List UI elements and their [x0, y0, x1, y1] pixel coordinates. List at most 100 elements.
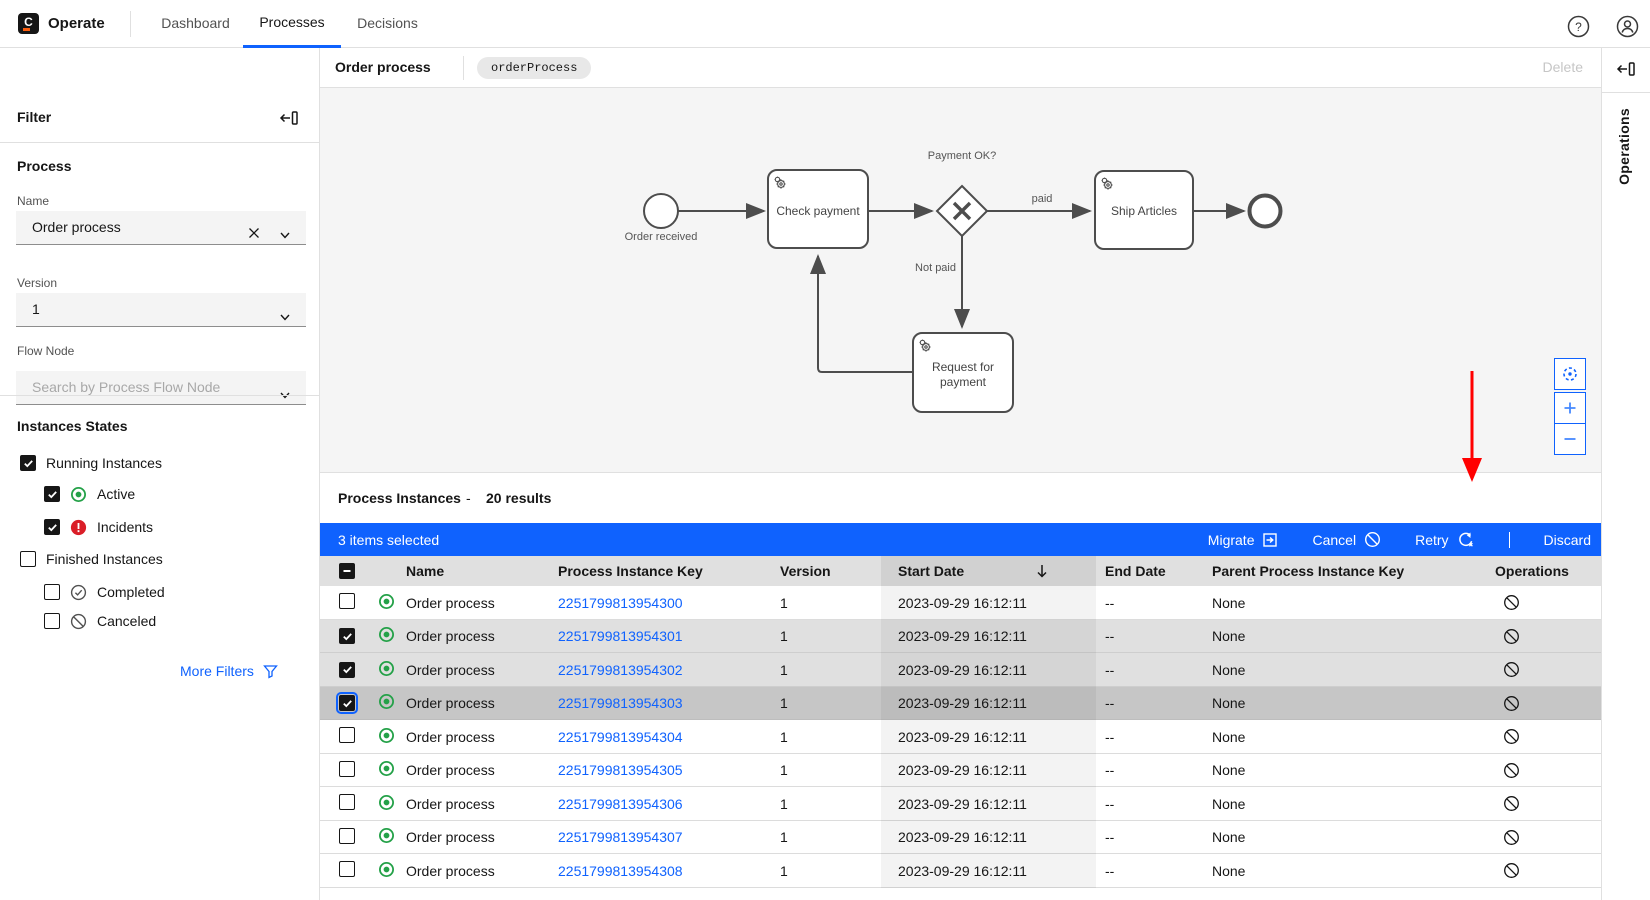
cancel-operation-icon	[1503, 661, 1520, 678]
process-name-combobox[interactable]: Order process	[16, 211, 306, 245]
instance-row[interactable]: Order process 2251799813954301 1 2023-09…	[320, 620, 1601, 654]
instance-parent-key: None	[1206, 695, 1481, 711]
filter-active[interactable]: Active	[44, 485, 135, 503]
start-date-column-header[interactable]: Start Date	[881, 556, 1096, 586]
user-icon[interactable]	[1616, 15, 1639, 38]
row-checkbox[interactable]	[339, 593, 355, 609]
chevron-down-icon[interactable]	[278, 381, 292, 395]
instance-row[interactable]: Order process 2251799813954300 1 2023-09…	[320, 586, 1601, 620]
help-icon[interactable]: ?	[1567, 15, 1590, 38]
row-checkbox[interactable]	[339, 628, 355, 644]
bpmn-diagram[interactable]: Order received Check payment Payment OK?…	[320, 88, 1601, 473]
instance-row[interactable]: Order process 2251799813954306 1 2023-09…	[320, 787, 1601, 821]
migrate-button[interactable]: Migrate	[1208, 532, 1279, 548]
row-checkbox[interactable]	[339, 861, 355, 877]
instance-key-link[interactable]: 2251799813954307	[558, 829, 683, 845]
cancel-button[interactable]: Cancel	[1312, 531, 1381, 548]
cancel-operation-button[interactable]	[1503, 594, 1520, 611]
select-all-checkbox[interactable]	[339, 563, 355, 579]
diagram-reset-zoom-button[interactable]	[1554, 358, 1586, 390]
version-select[interactable]: 1	[16, 293, 306, 327]
checkbox[interactable]	[20, 455, 36, 471]
instance-key-link[interactable]: 2251799813954304	[558, 729, 683, 745]
filter-canceled[interactable]: Canceled	[44, 612, 156, 630]
instance-parent-key: None	[1206, 595, 1481, 611]
instance-start-date: 2023-09-29 16:12:11	[881, 586, 1096, 620]
cancel-operation-button[interactable]	[1503, 728, 1520, 745]
flow-not-paid-label: Not paid	[915, 262, 956, 274]
tab-decisions[interactable]: Decisions	[345, 0, 430, 48]
diagram-zoom-in-button[interactable]	[1554, 392, 1586, 424]
instance-row[interactable]: Order process 2251799813954302 1 2023-09…	[320, 653, 1601, 687]
instance-parent-key: None	[1206, 662, 1481, 678]
instance-row[interactable]: Order process 2251799813954308 1 2023-09…	[320, 854, 1601, 888]
tab-processes[interactable]: Processes	[243, 0, 341, 48]
instance-key-link[interactable]: 2251799813954306	[558, 796, 683, 812]
instance-key-link[interactable]: 2251799813954308	[558, 863, 683, 879]
cancel-operation-button[interactable]	[1503, 661, 1520, 678]
more-filters-label[interactable]: More Filters	[180, 663, 254, 679]
row-checkbox[interactable]	[339, 794, 355, 810]
instance-end-date: --	[1096, 829, 1206, 845]
retry-label: Retry	[1415, 532, 1448, 548]
cancel-operation-button[interactable]	[1503, 829, 1520, 846]
cancel-operation-button[interactable]	[1503, 628, 1520, 645]
cancel-operation-button[interactable]	[1503, 795, 1520, 812]
checkbox[interactable]	[44, 486, 60, 502]
checkbox[interactable]	[20, 551, 36, 567]
instance-key-link[interactable]: 2251799813954301	[558, 628, 683, 644]
checkbox[interactable]	[44, 584, 60, 600]
instance-key-link[interactable]: 2251799813954305	[558, 762, 683, 778]
active-state-icon	[378, 727, 395, 744]
operations-panel-label: Operations	[1616, 108, 1632, 185]
instance-end-date: --	[1096, 762, 1206, 778]
start-event[interactable]	[644, 194, 678, 228]
clear-selection-icon[interactable]	[246, 220, 262, 236]
instance-row[interactable]: Order process 2251799813954305 1 2023-09…	[320, 754, 1601, 788]
instance-end-date: --	[1096, 729, 1206, 745]
diagram-zoom-out-button[interactable]	[1554, 423, 1586, 455]
instance-start-date: 2023-09-29 16:12:11	[881, 687, 1096, 721]
expand-operations-panel-icon[interactable]	[1615, 59, 1637, 81]
start-date-label: Start Date	[898, 563, 964, 579]
cancel-operation-button[interactable]	[1503, 695, 1520, 712]
cancel-operation-button[interactable]	[1503, 862, 1520, 879]
sort-descending-icon[interactable]	[1034, 563, 1050, 579]
cancel-operation-button[interactable]	[1503, 762, 1520, 779]
instance-row[interactable]: Order process 2251799813954307 1 2023-09…	[320, 821, 1601, 855]
flow-node-combobox[interactable]: Search by Process Flow Node	[16, 371, 306, 405]
checkbox[interactable]	[44, 613, 60, 629]
divider	[463, 56, 464, 80]
instance-key-link[interactable]: 2251799813954302	[558, 662, 683, 678]
discard-button[interactable]: Discard	[1544, 532, 1591, 548]
chevron-down-icon[interactable]	[278, 303, 292, 317]
row-checkbox[interactable]	[339, 828, 355, 844]
instance-row[interactable]: Order process 2251799813954303 1 2023-09…	[320, 687, 1601, 721]
task-check-payment-label: Check payment	[776, 204, 860, 218]
row-checkbox[interactable]	[339, 727, 355, 743]
row-checkbox[interactable]	[339, 761, 355, 777]
instance-name: Order process	[401, 729, 551, 745]
instance-key-link[interactable]: 2251799813954303	[558, 695, 683, 711]
tab-dashboard[interactable]: Dashboard	[148, 0, 243, 48]
checkbox[interactable]	[44, 519, 60, 535]
collapse-filter-panel-icon[interactable]	[278, 108, 300, 130]
row-checkbox[interactable]	[339, 662, 355, 678]
chevron-down-icon[interactable]	[278, 221, 292, 235]
more-filters-button[interactable]: More Filters	[180, 663, 278, 679]
filter-label: Canceled	[97, 613, 156, 629]
filter-completed[interactable]: Completed	[44, 583, 165, 601]
retry-button[interactable]: Retry	[1415, 531, 1474, 549]
row-checkbox[interactable]	[339, 695, 355, 711]
delete-button[interactable]: Delete	[1543, 59, 1583, 75]
filter-finished-instances[interactable]: Finished Instances	[20, 550, 163, 568]
instance-row[interactable]: Order process 2251799813954304 1 2023-09…	[320, 720, 1601, 754]
active-state-icon	[378, 593, 395, 610]
instance-name: Order process	[401, 695, 551, 711]
filter-incidents[interactable]: Incidents	[44, 518, 153, 536]
selection-action-bar: 3 items selected Migrate Cancel Retry Di…	[320, 523, 1601, 556]
instance-key-link[interactable]: 2251799813954300	[558, 595, 683, 611]
end-event[interactable]	[1250, 196, 1281, 227]
filter-running-instances[interactable]: Running Instances	[20, 454, 162, 472]
instance-end-date: --	[1096, 595, 1206, 611]
